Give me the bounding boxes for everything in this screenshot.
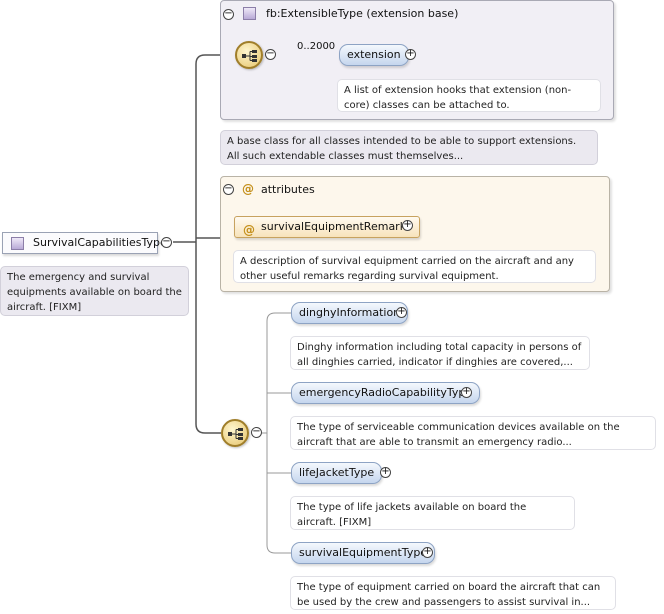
minus-circle-icon[interactable]: − [161, 236, 172, 248]
sequence-compositor-icon[interactable] [221, 419, 249, 447]
survival-equipment-remarks-attribute[interactable]: @ survivalEquipmentRemarks [234, 216, 420, 238]
life-jacket-type-doc: The type of life jackets available on bo… [290, 496, 575, 530]
survival-equipment-type-doc: The type of equipment carried on board t… [290, 576, 616, 610]
emergency-radio-capability-doc: The type of serviceable communication de… [290, 416, 656, 450]
plus-circle-icon[interactable]: + [461, 386, 472, 398]
root-type-node[interactable]: SurvivalCapabilitiesType [2, 232, 167, 254]
plus-circle-icon[interactable]: + [380, 466, 391, 478]
minus-circle-icon[interactable]: − [223, 183, 234, 195]
extension-element-doc: A list of extension hooks that extension… [337, 79, 601, 112]
extension-base-doc: A base class for all classes intended to… [220, 130, 598, 165]
plus-circle-icon[interactable]: + [402, 219, 413, 231]
at-sign-icon: @ [243, 223, 255, 237]
plus-circle-icon[interactable]: + [422, 546, 433, 558]
attribute-name: survivalEquipmentRemarks [261, 220, 412, 233]
minus-circle-icon[interactable]: − [251, 426, 262, 438]
dinghy-information-doc: Dinghy information including total capac… [290, 336, 590, 370]
attribute-doc: A description of survival equipment carr… [233, 250, 596, 283]
complex-type-icon [243, 7, 256, 20]
plus-circle-icon[interactable]: + [405, 48, 416, 60]
root-type-name: SurvivalCapabilitiesType [33, 236, 167, 249]
minus-circle-icon[interactable]: − [265, 48, 276, 60]
plus-circle-icon[interactable]: + [396, 306, 407, 318]
minus-circle-icon[interactable]: − [223, 8, 234, 20]
complex-type-icon [11, 237, 24, 250]
extension-base-title: fb:ExtensibleType (extension base) [266, 7, 459, 20]
sequence-compositor-icon[interactable] [235, 41, 263, 69]
extension-element[interactable]: extension [339, 44, 409, 66]
root-type-doc: The emergency and survival equipments av… [0, 266, 189, 316]
at-sign-icon: @ [242, 182, 254, 196]
life-jacket-type-element[interactable]: lifeJacketType [291, 462, 383, 484]
survival-equipment-type-element[interactable]: survivalEquipmentType [291, 542, 436, 564]
dinghy-information-element[interactable]: dinghyInformation [291, 302, 409, 324]
emergency-radio-capability-element[interactable]: emergencyRadioCapabilityType [291, 382, 481, 404]
attributes-title: attributes [261, 183, 315, 196]
multiplicity-label: 0..2000 [297, 41, 336, 52]
